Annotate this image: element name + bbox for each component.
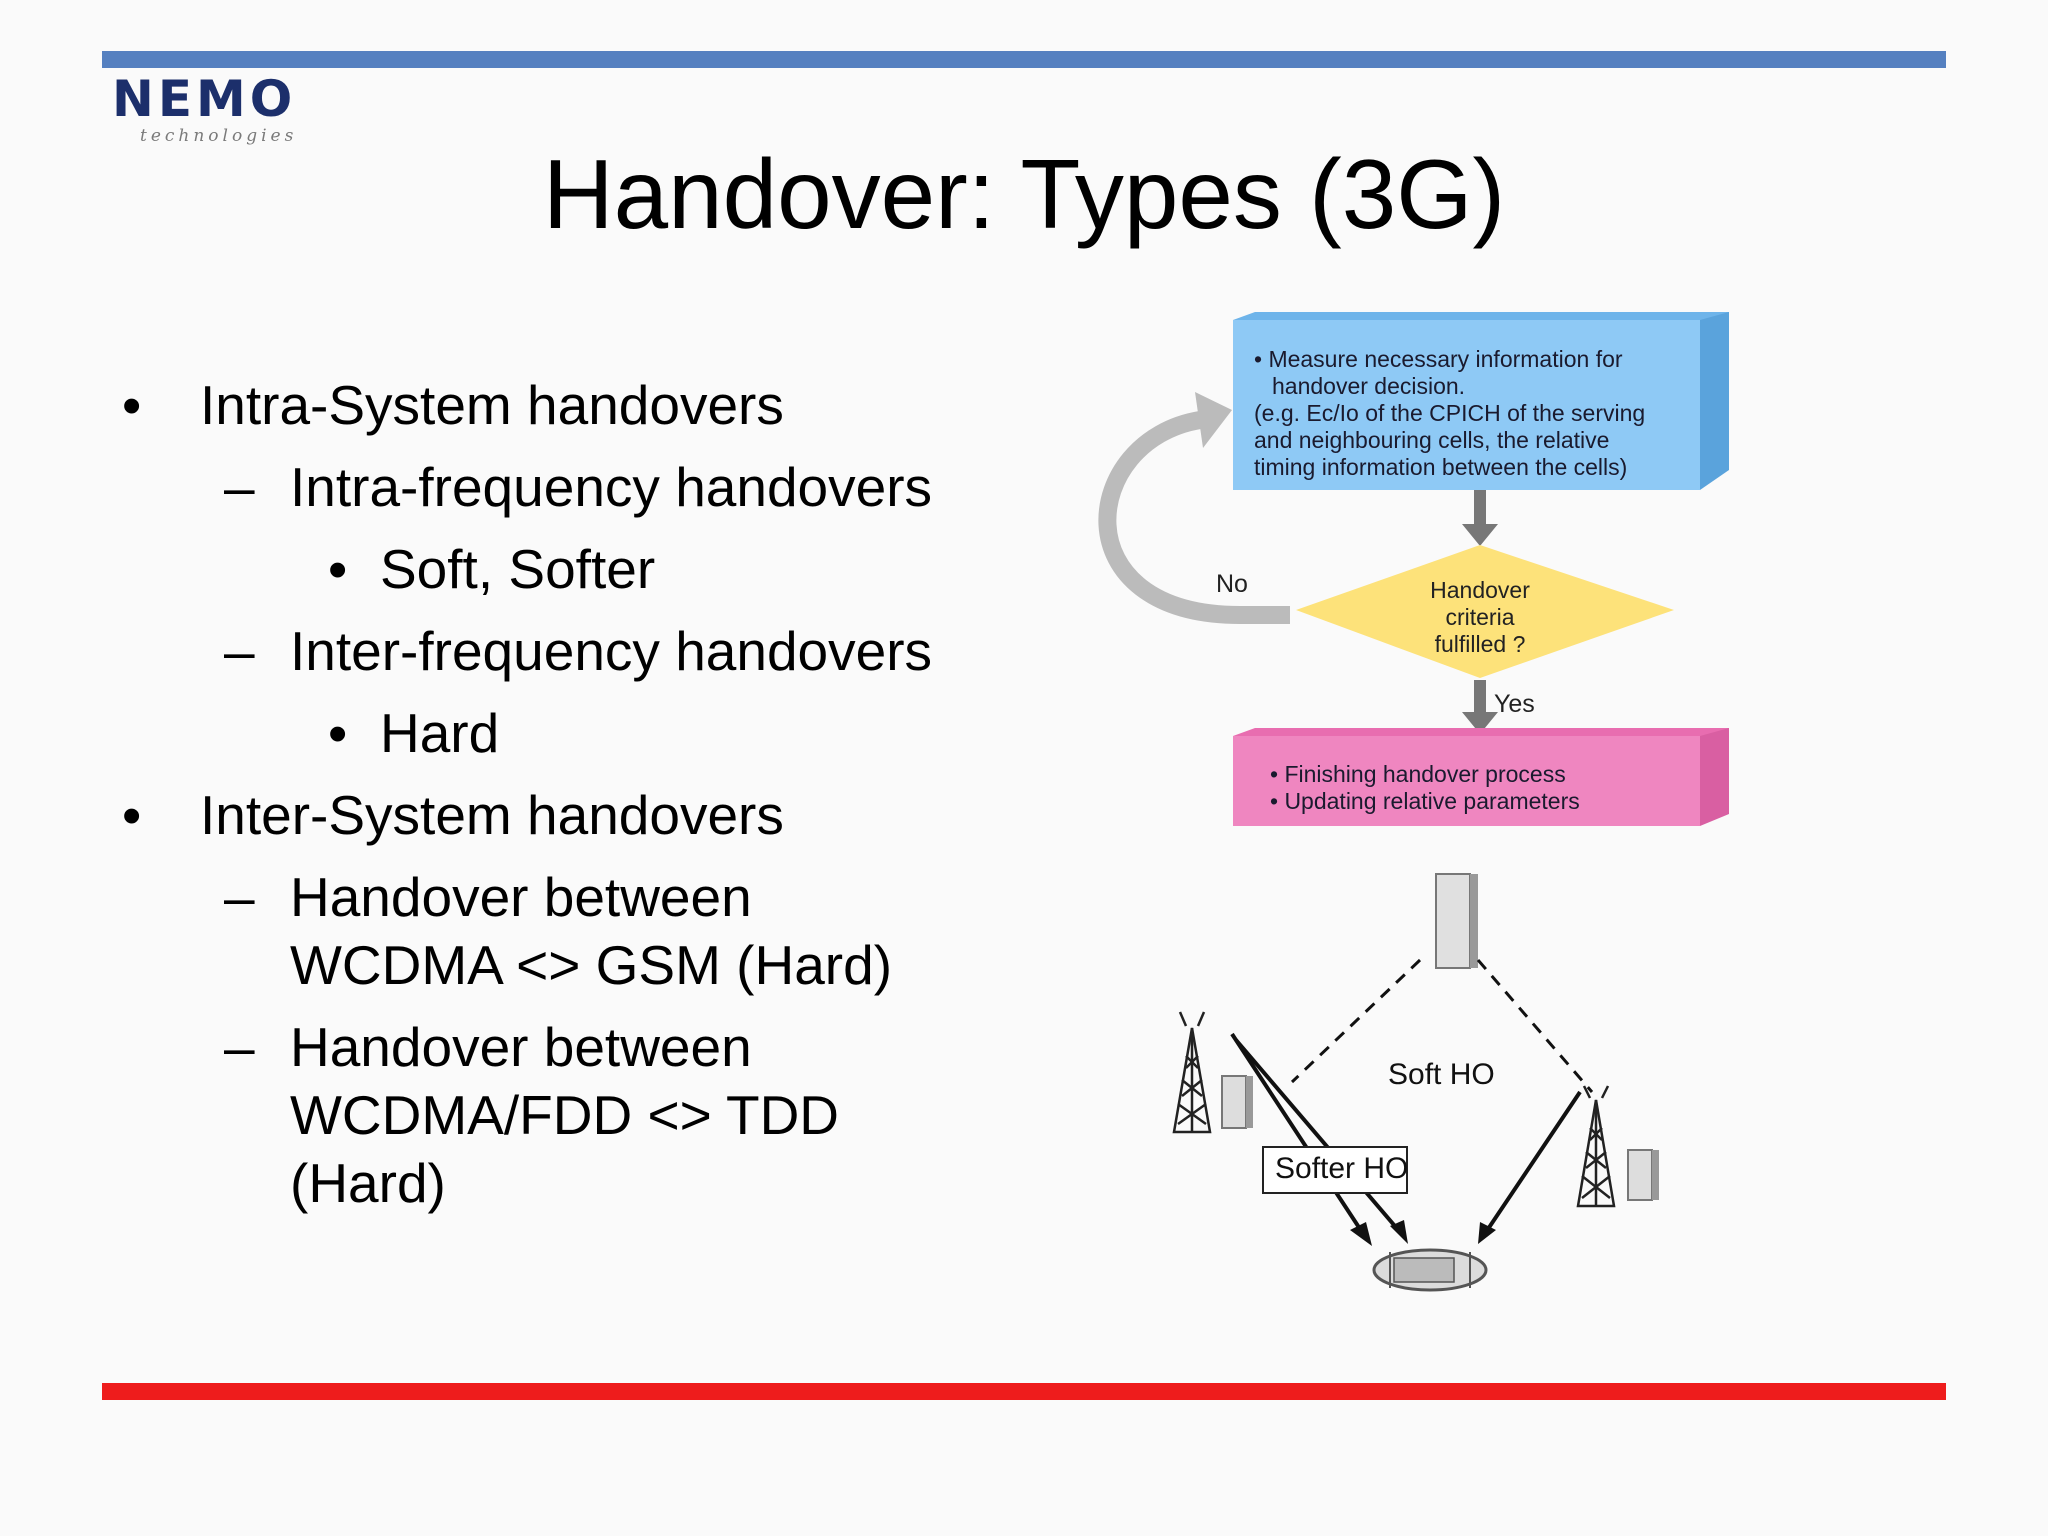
criteria-line-2: criteria [1445, 604, 1515, 630]
blue-box-top [1233, 312, 1729, 320]
finish-line-2: • Updating relative parameters [1270, 788, 1580, 814]
right-base-station [1576, 1085, 1616, 1208]
pink-box-top [1233, 728, 1729, 736]
criteria-diamond [1296, 545, 1674, 678]
left-bts-cabinet-side [1246, 1076, 1253, 1128]
arrow-shaft-2 [1474, 680, 1486, 714]
bullet-hard: Hard [380, 702, 500, 764]
no-label: No [1216, 570, 1248, 598]
arrow-head-1 [1462, 524, 1498, 546]
blue-box-side [1700, 312, 1729, 490]
bullet-wcdma-gsm-line1: Handover between [290, 866, 752, 928]
loop-arrow-head [1195, 392, 1232, 448]
bullet-dash: – [224, 456, 255, 518]
dashed-link-left [1290, 958, 1422, 1084]
soft-ho-label: Soft HO [1388, 1058, 1495, 1091]
finish-line-1: • Finishing handover process [1270, 761, 1566, 787]
no-loop-arrow [1098, 411, 1290, 624]
bullet-inter-frequency: Inter-frequency handovers [290, 620, 933, 682]
bullet-fdd-tdd-line3: (Hard) [290, 1152, 446, 1214]
bullet-dot: • [122, 374, 142, 436]
bullet-dash: – [224, 1016, 255, 1078]
left-base-station [1172, 1011, 1212, 1134]
rnc-cabinet [1435, 873, 1471, 969]
top-accent-bar [102, 51, 1946, 68]
bullet-intra-frequency: Intra-frequency handovers [290, 456, 933, 518]
softer-link-1 [1230, 1032, 1364, 1234]
left-bts-cabinet [1221, 1075, 1247, 1129]
arrow-shaft-1 [1474, 490, 1486, 526]
bullet-dash: – [224, 866, 255, 928]
softer-link-2-head [1390, 1220, 1408, 1244]
measure-line-5: timing information between the cells) [1254, 454, 1628, 480]
bullet-wcdma-gsm-line2: WCDMA <> GSM (Hard) [290, 934, 893, 996]
measure-line-3: (e.g. Ec/Io of the CPICH of the serving [1254, 400, 1646, 426]
softer-link-1-head [1350, 1222, 1372, 1246]
bullet-fdd-tdd-line2: WCDMA/FDD <> TDD [290, 1084, 840, 1146]
right-bts-cabinet-side [1652, 1150, 1659, 1200]
right-bts-cabinet [1627, 1149, 1653, 1201]
bullet-soft-softer: Soft, Softer [380, 538, 656, 600]
bullet-dot: • [122, 784, 142, 846]
bullet-dot: • [328, 702, 348, 764]
softer-link-2 [1234, 1038, 1402, 1234]
pink-box [1233, 736, 1700, 826]
measure-line-1: • Measure necessary information for [1254, 346, 1623, 372]
criteria-line-3: fulfilled ? [1434, 631, 1526, 657]
softer-ho-box [1262, 1146, 1408, 1194]
criteria-text: Handover criteria fulfilled ? [1380, 577, 1580, 658]
soft-link-right [1484, 1090, 1582, 1234]
slide-title: Handover: Types (3G) [542, 139, 1506, 249]
bullet-inter-system: Inter-System handovers [200, 784, 784, 846]
bottom-accent-bar [102, 1383, 1946, 1400]
pink-box-side [1700, 728, 1729, 826]
softer-ho-label: Softer HO [1275, 1152, 1409, 1185]
bullet-dot: • [328, 538, 348, 600]
criteria-line-1: Handover [1430, 577, 1530, 603]
logo-subtitle: technologies [140, 126, 298, 146]
measure-line-2: handover decision. [1272, 373, 1466, 399]
mobile-terminal-screen [1393, 1257, 1455, 1283]
bullet-dash: – [224, 620, 255, 682]
rnc-cabinet-side [1470, 874, 1478, 968]
arrow-head-2 [1462, 712, 1498, 734]
blue-box [1233, 320, 1700, 490]
bullet-fdd-tdd-line1: Handover between [290, 1016, 752, 1078]
measure-line-4: and neighbouring cells, the relative [1254, 427, 1610, 453]
yes-label: Yes [1494, 690, 1535, 718]
dashed-link-right [1476, 959, 1594, 1093]
bullet-intra-system: Intra-System handovers [200, 374, 784, 436]
soft-link-right-head [1478, 1222, 1496, 1244]
nemo-logo: NEMO technologies [112, 74, 332, 154]
logo-wordmark: NEMO [112, 70, 297, 128]
